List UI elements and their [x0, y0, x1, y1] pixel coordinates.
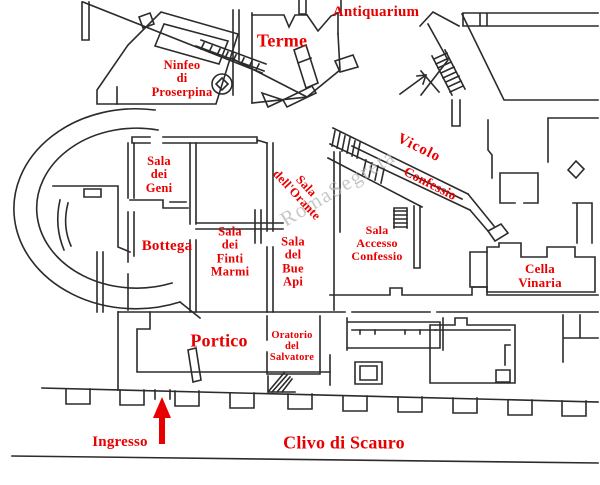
cella-vinaria-outline	[486, 242, 596, 293]
central-room-walls	[96, 136, 599, 391]
ninfeo-outline	[96, 11, 268, 105]
stairs-hatch-confessio-icon	[393, 207, 408, 229]
bottom-band-walls	[136, 311, 599, 394]
apse-outline	[13, 107, 202, 320]
vicolo-corridor-lines	[326, 126, 510, 243]
entrance-arrow-icon	[153, 397, 171, 444]
right-side-walls	[469, 117, 599, 293]
label-ninfeo-di-proserpina: Ninfeo di Proserpina	[151, 57, 213, 99]
stairs-hatch-ninfeo-icon	[199, 41, 261, 72]
terme-outline	[229, 9, 341, 109]
fan-stairs-icon	[266, 371, 296, 394]
label-sala-dei-geni: Sala dei Geni	[145, 153, 173, 195]
label-antiquarium: Antiquarium	[332, 3, 420, 20]
label-sala-accesso-confessio: Sala Accesso Confessio	[351, 222, 403, 263]
label-sala-dei-finti-marmi: Sala dei Finti Marmi	[210, 224, 250, 279]
label-terme: Terme	[256, 30, 308, 51]
label-bottega: Bottega	[141, 237, 193, 254]
label-cella-vinaria: Cella Vinaria	[518, 261, 562, 290]
street-line	[11, 455, 599, 464]
topright-walls	[418, 11, 599, 127]
label-portico: Portico	[190, 330, 248, 351]
label-clivo-di-scauro: Clivo di Scauro	[283, 432, 405, 453]
antiquarium-walls	[298, 0, 449, 97]
label-ingresso: Ingresso	[92, 433, 148, 450]
label-oratorio-del-salvatore: Oratorio del Salvatore	[269, 330, 315, 364]
stairs-hatch-topright-icon	[430, 48, 467, 97]
well-icon	[211, 73, 233, 95]
stairs-hatch-vicolo-icon	[331, 130, 361, 159]
label-sala-del-bue-api: Sala del Bue Api	[281, 234, 305, 289]
facade-teeth	[41, 387, 599, 417]
